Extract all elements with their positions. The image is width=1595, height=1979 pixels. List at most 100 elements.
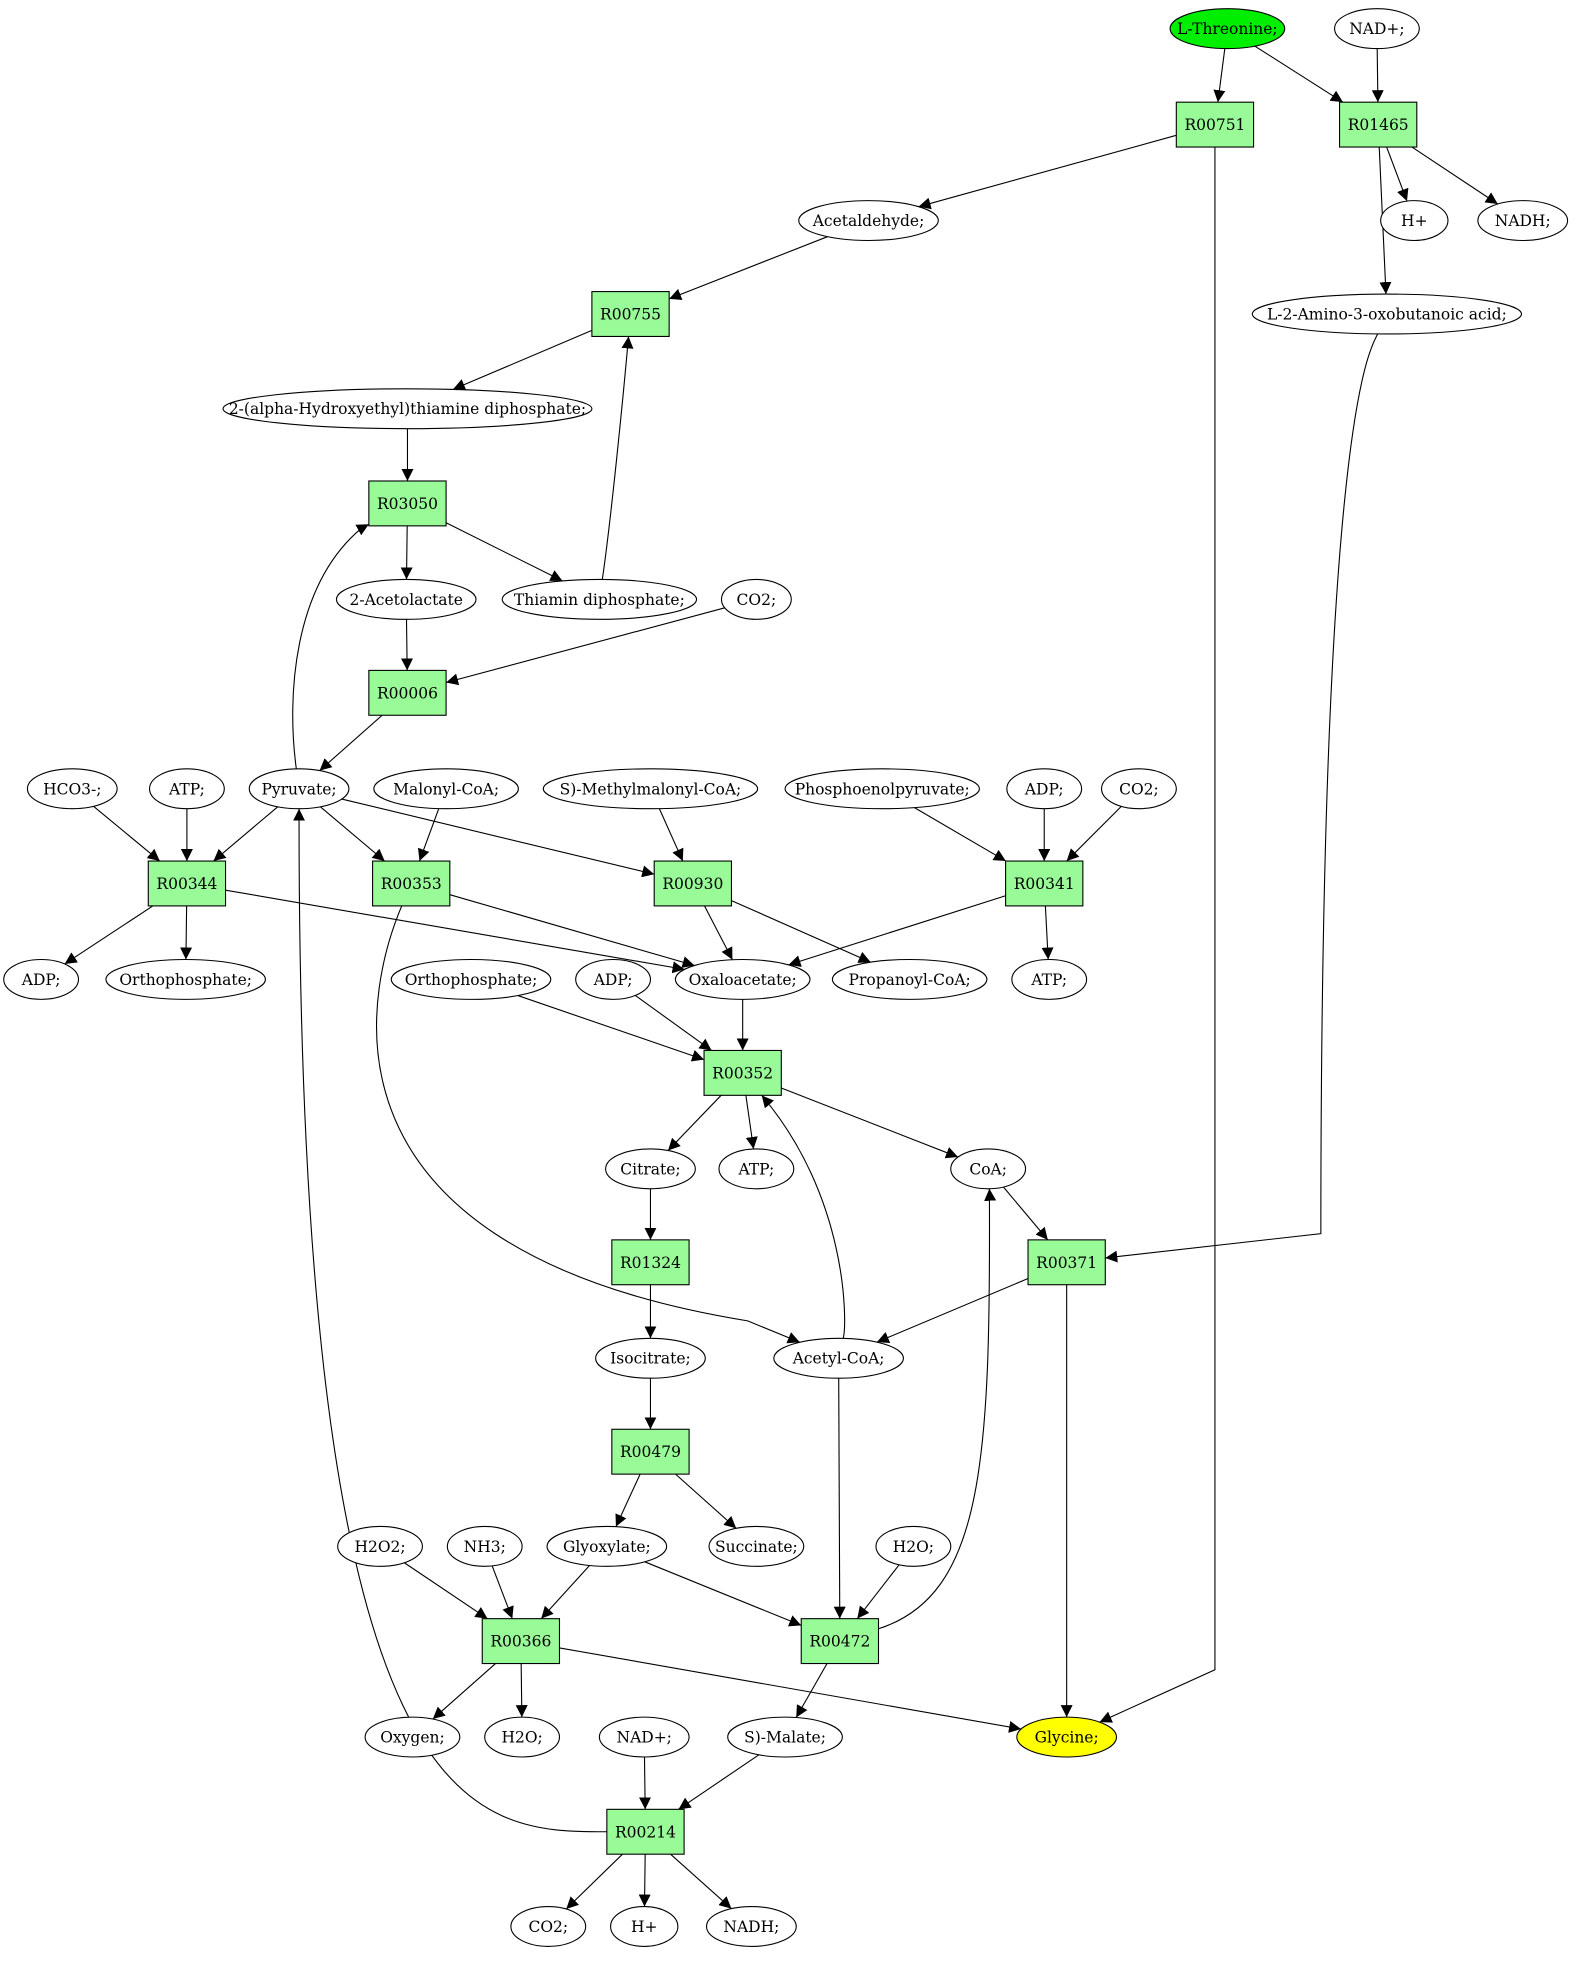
edge-R00352-to-coa <box>781 1087 959 1159</box>
metabolite-node-h2o2: H2O2; <box>337 1525 423 1567</box>
edge-hco3-to-R00344 <box>93 805 161 862</box>
node-label: H+ <box>1401 212 1428 230</box>
metabolite-node-oaa: Oxaloacetate; <box>674 958 811 1000</box>
metabolite-node-co2_bot: CO2; <box>510 1905 587 1947</box>
metabolite-ellipse <box>335 578 477 620</box>
metabolite-node-nh3: NH3; <box>446 1525 523 1567</box>
node-label: NH3; <box>464 1538 506 1556</box>
edge-layer <box>64 45 1499 1910</box>
node-label: Acetyl-CoA; <box>792 1350 885 1368</box>
edge-nad_top-to-R01465 <box>1371 48 1384 103</box>
reaction-box <box>1005 860 1084 907</box>
node-label: R00214 <box>615 1823 676 1841</box>
metabolite-ellipse <box>364 1716 461 1758</box>
edge-pep-to-R00341 <box>914 807 1007 862</box>
metabolite-ellipse <box>510 1905 587 1947</box>
node-label: H2O; <box>501 1729 542 1747</box>
metabolite-node-citrate: Citrate; <box>605 1148 696 1190</box>
metabolite-ellipse <box>26 768 118 810</box>
reaction-box <box>481 1618 561 1665</box>
node-label: L-Threonine; <box>1177 20 1278 38</box>
node-label: Malonyl-CoA; <box>393 780 499 798</box>
edge-R00930-to-oaa <box>703 905 733 960</box>
edge-R00214-to-nadh_bot <box>670 1853 732 1910</box>
node-label: CO2; <box>1119 780 1159 798</box>
edge-R00930-to-propcoa <box>731 900 871 963</box>
node-label: R00930 <box>662 875 723 893</box>
metabolite-ellipse <box>727 1716 843 1758</box>
reaction-node-R00751: R00751 <box>1175 101 1255 148</box>
edge-co2_r-to-R00341 <box>1066 805 1122 862</box>
metabolite-node-nadh_bot: NADH; <box>705 1905 797 1947</box>
edge-R00366-to-oxygen <box>432 1663 496 1720</box>
edge-R03050-to-acetolac <box>400 525 413 580</box>
metabolite-ellipse <box>3 958 80 1000</box>
edge-R01465-to-hplus_top <box>1386 146 1409 202</box>
metabolite-ellipse <box>718 1148 795 1190</box>
node-label: ADP; <box>21 971 61 989</box>
node-label: R00479 <box>620 1443 681 1461</box>
metabolite-node-malcoa: Malonyl-CoA; <box>373 768 519 810</box>
reaction-box <box>800 1618 880 1665</box>
node-label: R00344 <box>156 875 217 893</box>
node-label: R00366 <box>490 1633 551 1651</box>
metabolite-node-pyr: Pyruvate; <box>248 768 350 810</box>
edge-adp_m-to-R00352 <box>634 995 712 1051</box>
metabolite-ellipse <box>1100 768 1177 810</box>
metabolite-node-atp_r: ATP; <box>1011 958 1088 1000</box>
reaction-node-R00353: R00353 <box>372 860 451 907</box>
node-label: H2O2; <box>354 1538 405 1556</box>
edge-R00344-to-pi_l <box>180 905 193 960</box>
edge-nh3-to-R00366 <box>491 1565 514 1619</box>
edge-R00353-to-accoa <box>376 905 800 1344</box>
edge-R00472-to-smal <box>795 1663 828 1718</box>
reaction-box <box>368 480 447 527</box>
node-label: R00341 <box>1014 875 1075 893</box>
edge-R00352-to-citrate <box>667 1094 722 1151</box>
reaction-box <box>611 1239 690 1286</box>
metabolite-node-h2o_l: H2O; <box>484 1716 561 1758</box>
node-label: Citrate; <box>620 1160 680 1178</box>
edge-thr-to-R00751 <box>1213 48 1226 103</box>
edge-R00344-to-adp_l <box>64 905 154 965</box>
edge-R00006-to-pyr <box>319 714 383 772</box>
metabolite-node-nad_bot: NAD+; <box>598 1716 690 1758</box>
node-label: Oxaloacetate; <box>689 971 797 989</box>
metabolite-ellipse <box>1477 200 1569 242</box>
reaction-box <box>703 1049 782 1096</box>
metabolite-ellipse <box>248 768 350 810</box>
edge-h2o_r-to-R00472 <box>856 1564 900 1620</box>
metabolite-ellipse <box>1334 8 1420 50</box>
metabolite-node-co2_mid: CO2; <box>720 578 792 620</box>
edge-pyr-to-R00353 <box>320 806 386 862</box>
edge-R01465-to-nadh_top <box>1411 146 1499 205</box>
reaction-box <box>372 860 451 907</box>
metabolite-node-pi_m: Orthophosphate; <box>390 958 552 1000</box>
reaction-node-R03050: R03050 <box>368 480 447 527</box>
metabolite-node-hco3: HCO3-; <box>26 768 118 810</box>
metabolite-ellipse <box>773 1337 904 1379</box>
metabolite-ellipse <box>501 578 698 620</box>
metabolite-node-co2_r: CO2; <box>1100 768 1177 810</box>
reaction-box <box>606 1808 685 1855</box>
metabolite-node-hplus_bot: H+ <box>610 1905 679 1947</box>
metabolite-ellipse <box>446 1525 523 1567</box>
node-label: S)-Malate; <box>744 1729 826 1747</box>
reaction-node-R00479: R00479 <box>611 1428 690 1475</box>
reaction-node-R00930: R00930 <box>653 860 733 907</box>
node-label: NADH; <box>1495 212 1551 230</box>
metabolite-ellipse <box>708 1525 805 1567</box>
edge-R00341-to-oaa <box>788 895 1006 967</box>
node-label: Glyoxylate; <box>563 1538 651 1556</box>
edge-acetolac-to-R00006 <box>401 619 414 671</box>
node-label: HCO3-; <box>43 780 101 798</box>
reaction-box <box>611 1428 690 1475</box>
node-label: 2-(alpha-Hydroxyethyl)thiamine diphospha… <box>229 400 586 418</box>
metabolite-ellipse <box>148 768 225 810</box>
metabolite-node-smmcoa: S)-Methylmalonyl-CoA; <box>542 768 759 810</box>
node-label: Isocitrate; <box>610 1350 691 1368</box>
edge-smal-to-R00214 <box>678 1754 760 1810</box>
metabolite-node-pep: Phosphoenolpyruvate; <box>784 768 980 810</box>
node-label: Phosphoenolpyruvate; <box>795 780 970 798</box>
node-label: R00006 <box>377 684 438 702</box>
